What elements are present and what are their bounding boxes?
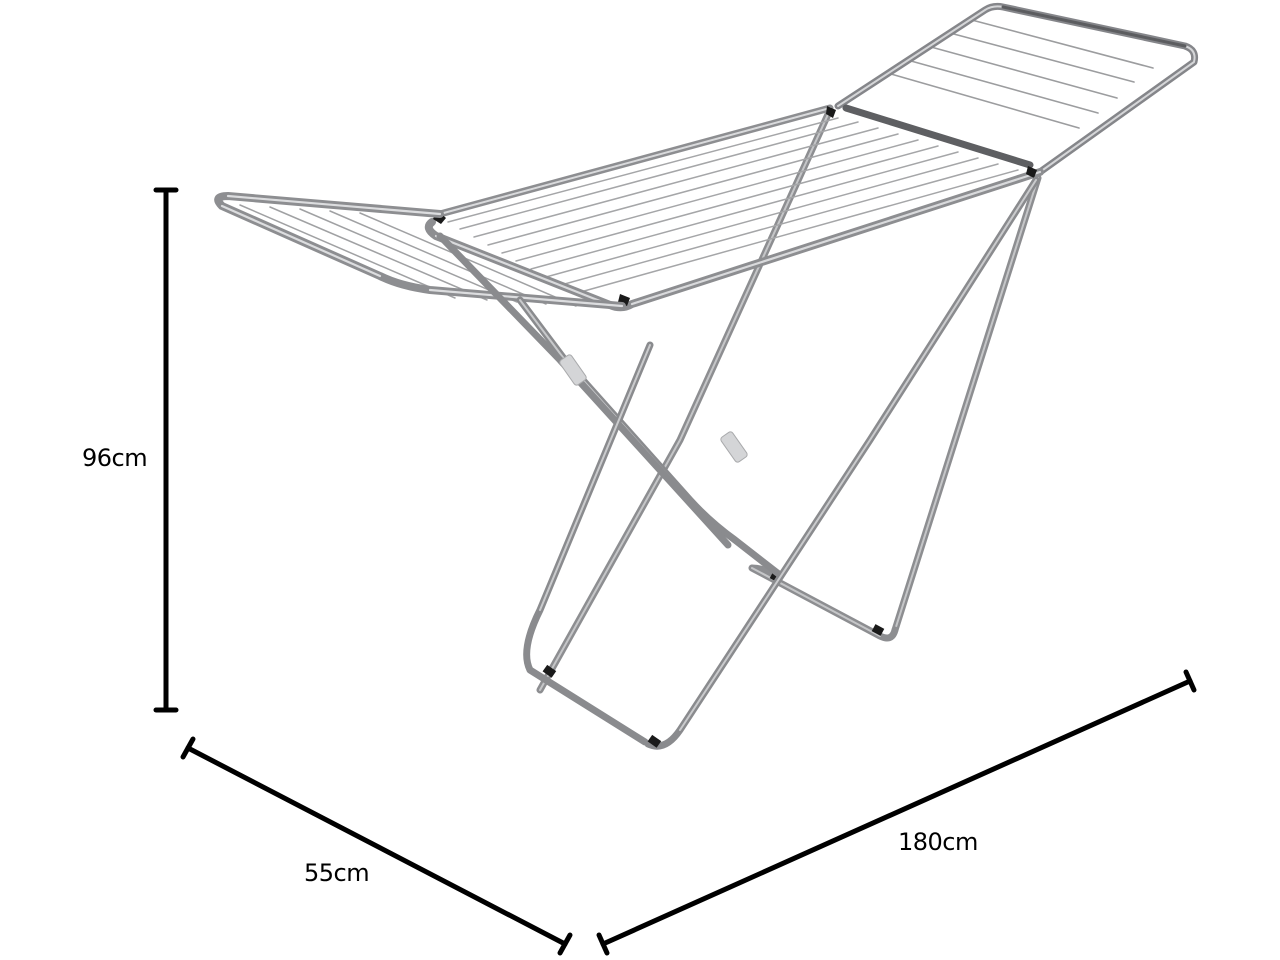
width-dimension-label: 180cm [898,828,978,856]
drying-rack-icon [214,2,1199,750]
right-wing [834,2,1199,176]
left-wing [214,192,626,310]
dimension-end-marker-icon [180,736,196,760]
dimension-height [153,187,179,713]
height-dimension-label: 96cm [82,444,148,472]
dimension-depth [180,736,573,956]
main-top-frame [424,104,1044,312]
dimension-end-marker-icon [596,932,610,956]
front-leg-frame [436,176,1040,750]
dimension-end-marker-icon [557,932,573,956]
back-leg-frame [536,106,1042,694]
dimension-end-marker-icon [1183,669,1197,693]
depth-dimension-label: 55cm [304,859,370,887]
dimension-width [596,669,1197,956]
